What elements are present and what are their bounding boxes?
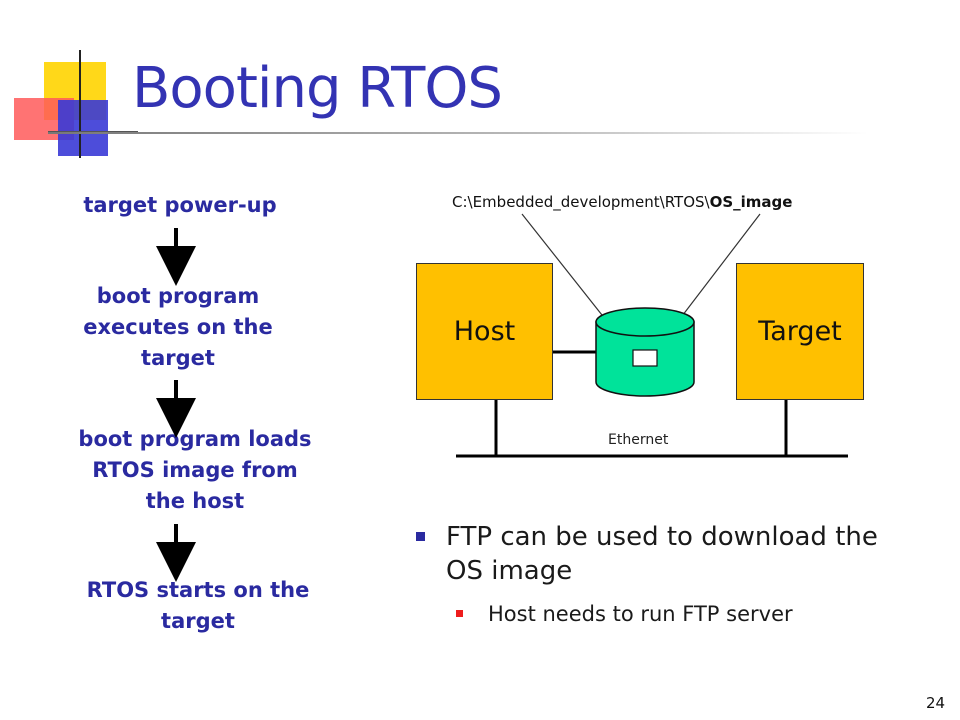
flow-step-boot-program-loads: boot program loads RTOS image from the h… <box>45 424 345 517</box>
flow-step-label: RTOS starts on the target <box>86 578 310 633</box>
os-image-file-icon <box>632 349 658 367</box>
bullet-sub-text: Host needs to run FTP server <box>488 602 793 626</box>
path-file: OS_image <box>709 193 793 211</box>
target-label: Target <box>758 316 842 347</box>
page-number: 24 <box>926 694 946 712</box>
bullet-main: FTP can be used to download the OS image <box>412 520 912 588</box>
bullet-sub: Host needs to run FTP server <box>454 600 912 628</box>
flow-step-label: target power-up <box>83 193 277 217</box>
os-image-path-label: C:\Embedded_development\RTOS\OS_image <box>452 193 792 211</box>
path-prefix: C:\Embedded_development\RTOS\ <box>452 193 710 211</box>
bullet-list: FTP can be used to download the OS image… <box>412 520 912 628</box>
title-underline <box>48 132 868 134</box>
host-label: Host <box>453 316 516 347</box>
flow-step-boot-program-executes: boot program executes on the target <box>28 281 328 374</box>
page-title: Booting RTOS <box>132 56 503 121</box>
host-box: Host <box>416 263 553 400</box>
flow-step-label: boot program executes on the target <box>83 284 273 370</box>
flow-step-target-power-up: target power-up <box>30 190 330 221</box>
bullet-main-text: FTP can be used to download the OS image <box>446 522 878 586</box>
target-box: Target <box>736 263 864 400</box>
flow-step-rtos-starts: RTOS starts on the target <box>48 575 348 637</box>
flow-step-label: boot program loads RTOS image from the h… <box>78 427 312 513</box>
ethernet-label: Ethernet <box>608 432 669 448</box>
disk-storage-icon <box>595 307 695 397</box>
